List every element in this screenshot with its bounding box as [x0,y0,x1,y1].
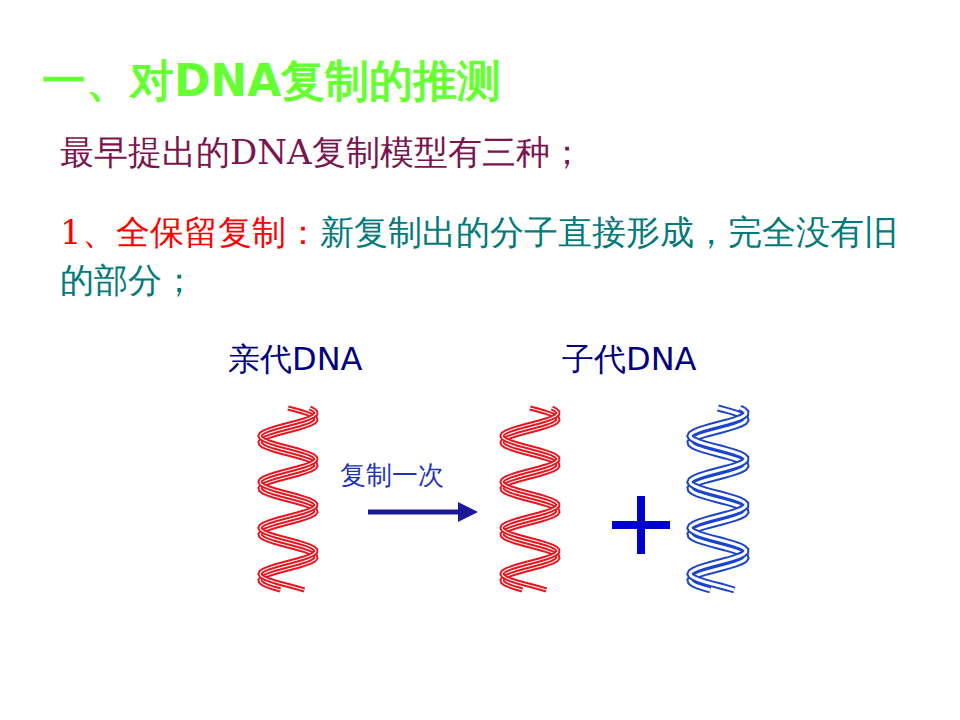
dna-strand-highlight [690,408,746,590]
model-name: 1、全保留复制： [60,212,320,252]
dna-strand-highlight [690,408,746,590]
dna-strand [260,408,316,590]
daughter-label: 子代DNA [562,338,696,382]
dna-helix [260,408,746,590]
parent-label: 亲代DNA [228,338,362,382]
slide-title: 一、对DNA复制的推测 [42,52,501,111]
dna-strand [690,408,746,590]
subtitle: 最早提出的DNA复制模型有三种； [60,130,584,176]
arrow [368,510,470,515]
dna-strand-highlight [260,408,316,590]
description: 1、全保留复制：新复制出的分子直接形成，完全没有旧的部分； [60,208,910,304]
dna-strand [502,408,558,590]
dna-strand [690,408,746,590]
plus-sign [612,496,670,554]
arrow-label: 复制一次 [340,458,444,493]
dna-strand [260,408,316,590]
dna-strand [502,408,558,590]
dna-strand-highlight [260,408,316,590]
dna-strand-highlight [502,408,558,590]
dna-strand-highlight [502,408,558,590]
